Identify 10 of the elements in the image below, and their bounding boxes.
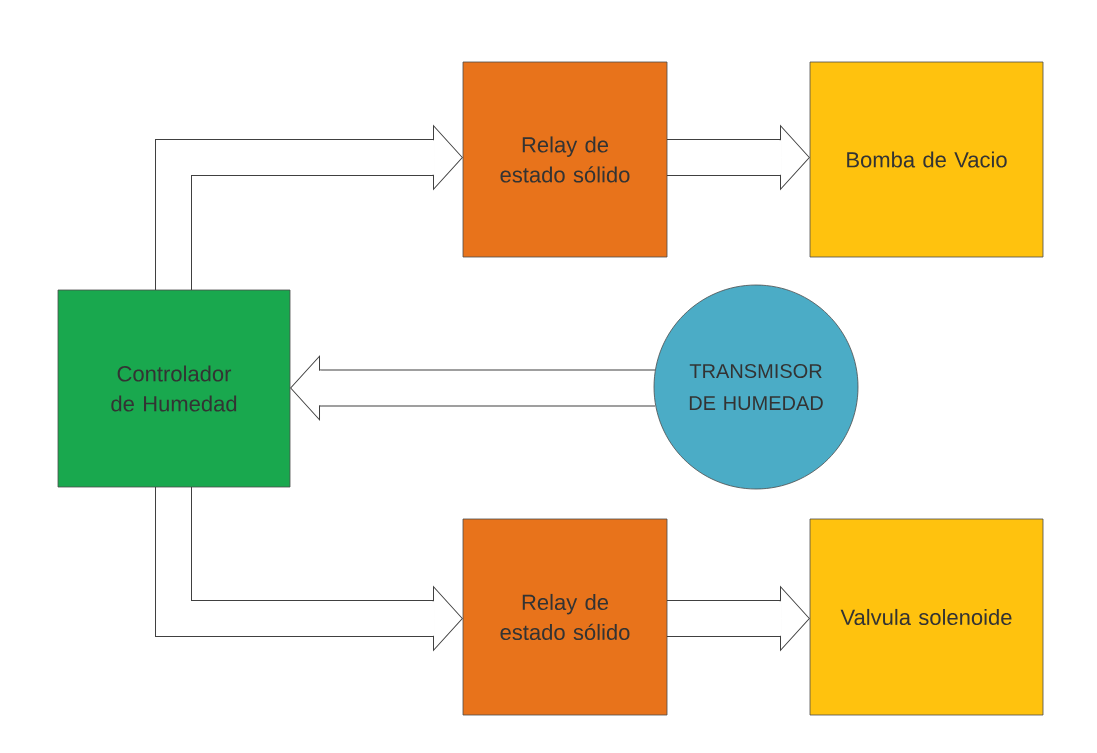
block-arrow (666, 125, 810, 190)
controller-box: Controlador de Humedad (57, 289, 291, 488)
block-arrow (155, 486, 463, 651)
relay-box: Relay de estado sólido (462, 518, 668, 716)
block-arrow (666, 586, 810, 651)
block-arrow (290, 355, 656, 421)
block-arrow (155, 125, 463, 291)
valve-box: Valvula solenoide (809, 518, 1044, 716)
relay-box: Relay de estado sólido (462, 61, 668, 258)
pump-box: Bomba de Vacio (809, 61, 1044, 258)
